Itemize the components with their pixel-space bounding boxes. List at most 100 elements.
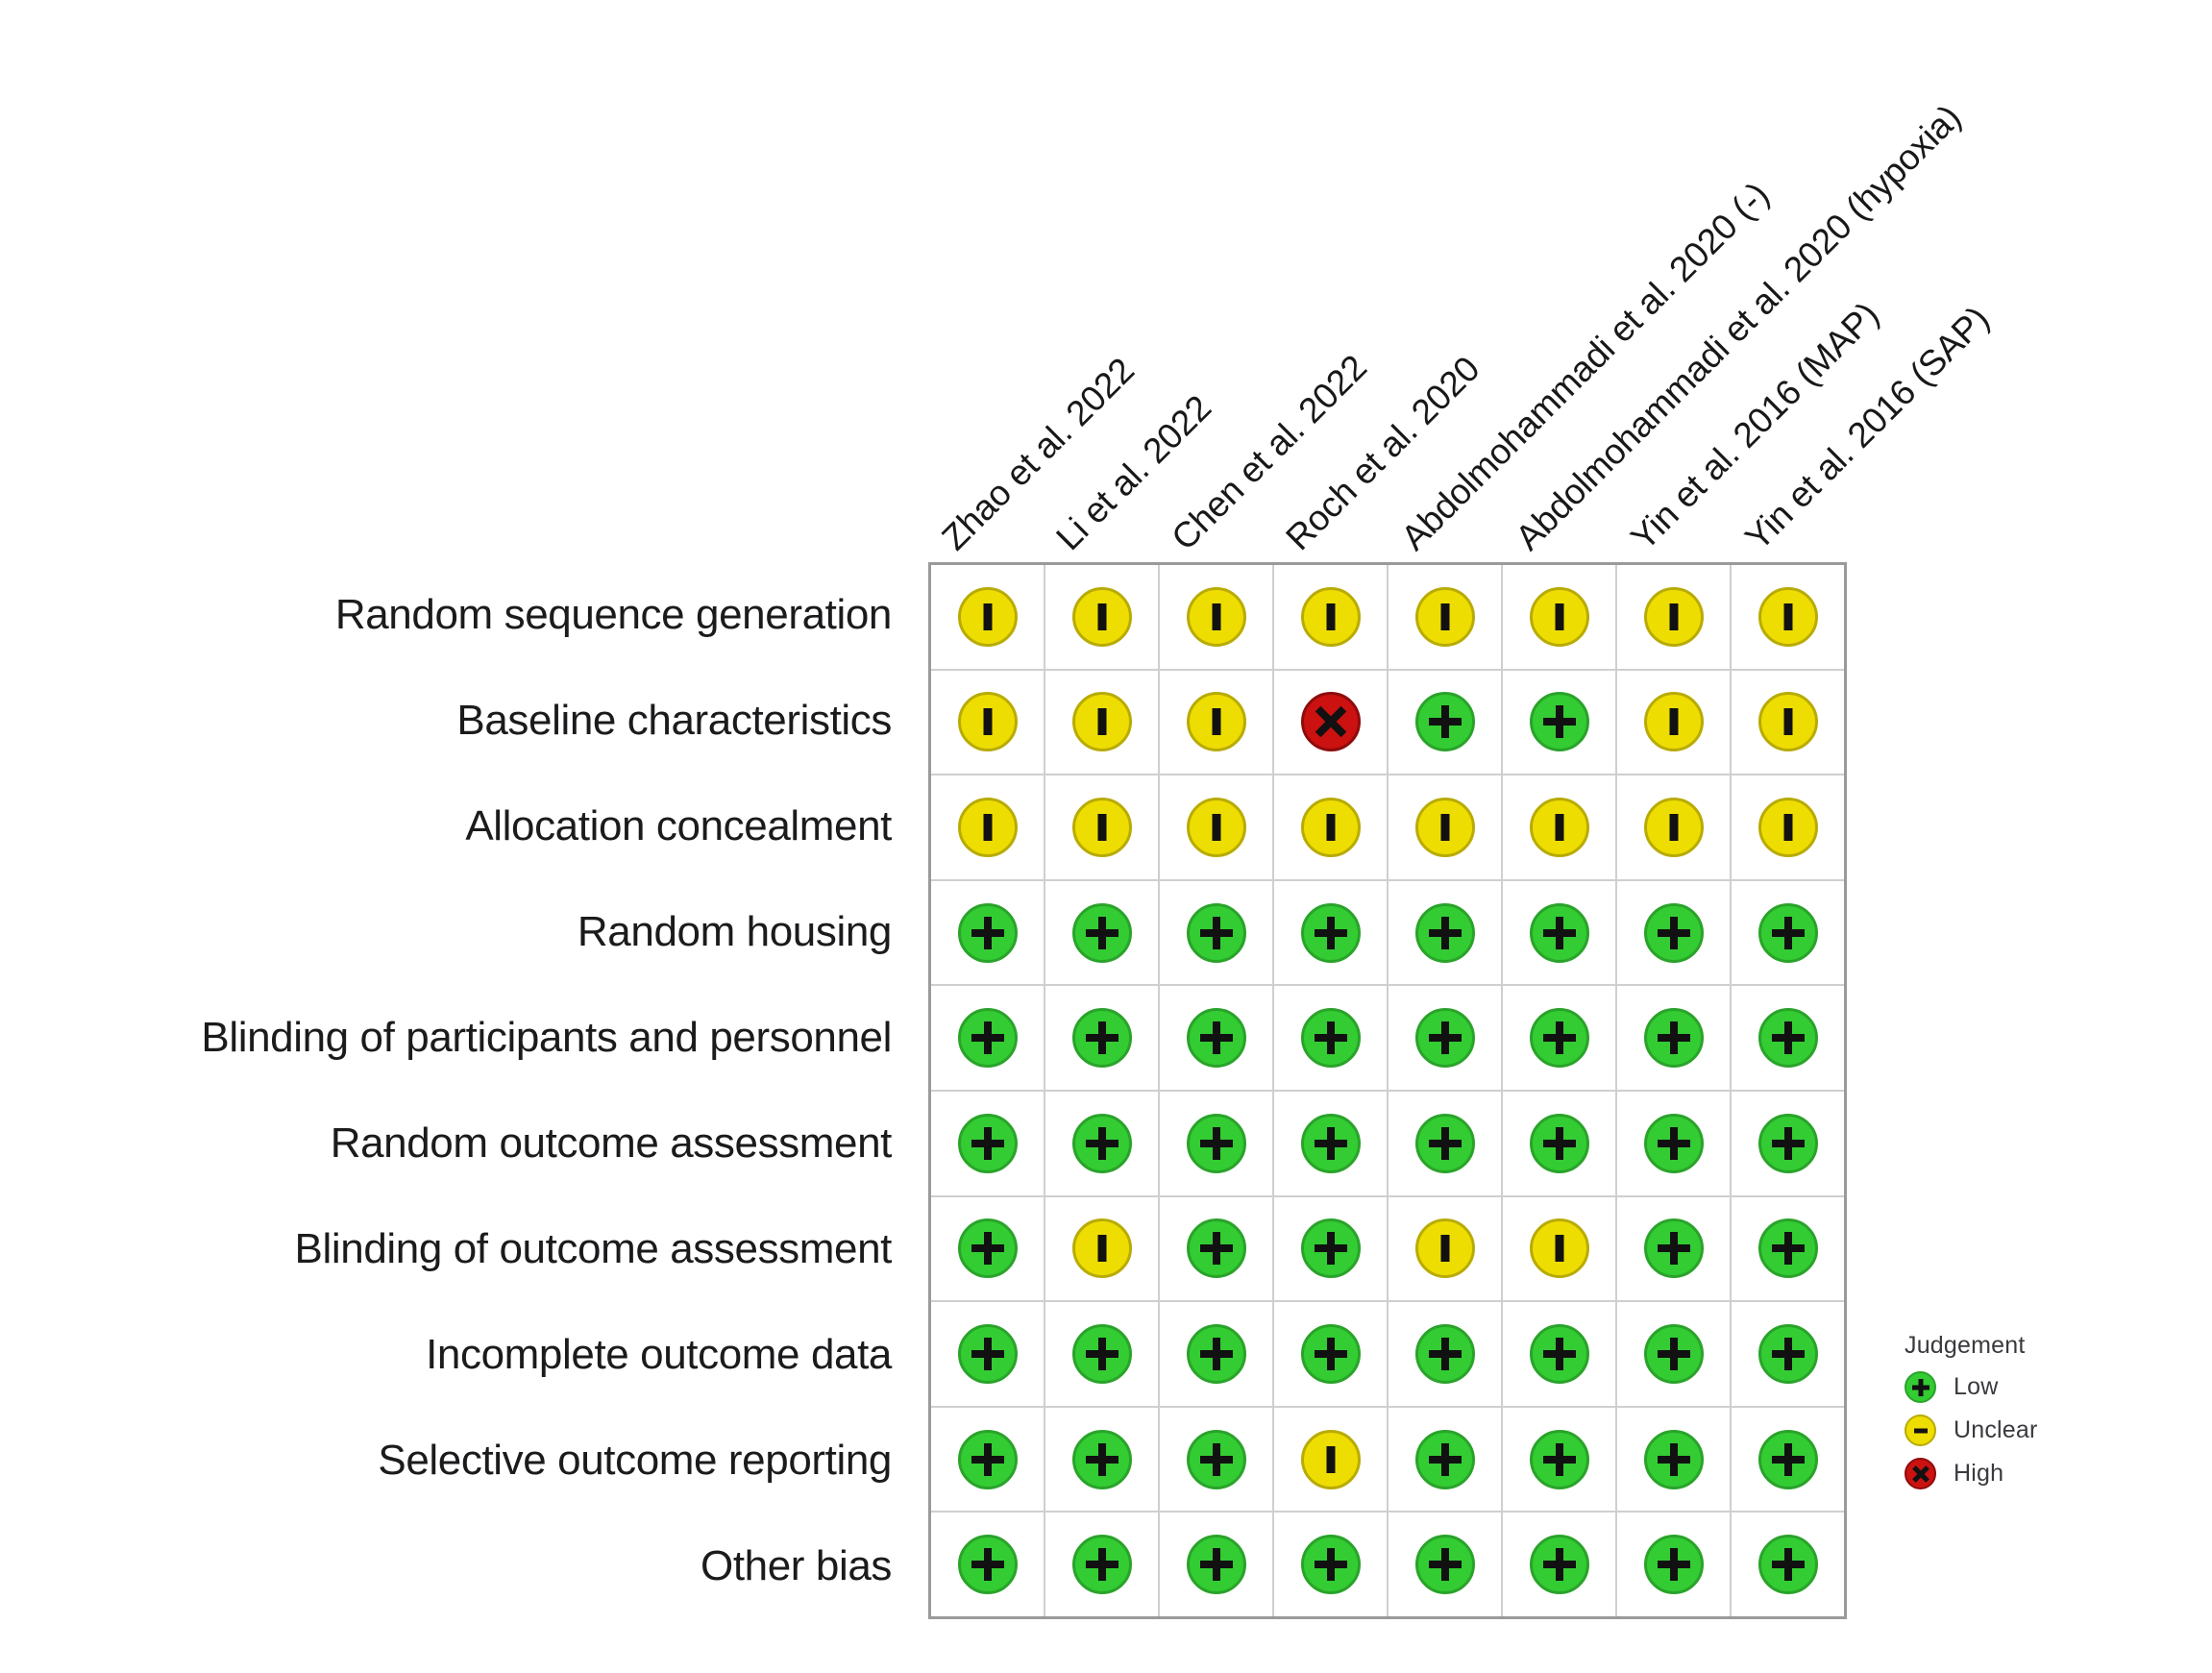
judgement-cell-r1-c4[interactable] [1389, 670, 1503, 775]
judgement-cell-r0-c6[interactable] [1617, 565, 1732, 669]
judgement-cell-r6-c3[interactable] [1274, 1196, 1389, 1301]
judgement-cell-r6-c7[interactable] [1732, 1197, 1844, 1301]
judgement-cell-r3-c6[interactable] [1617, 880, 1732, 985]
judgement-cell-r1-c6[interactable] [1617, 670, 1732, 775]
judgement-cell-r0-c1[interactable] [1045, 565, 1160, 669]
judgement-cell-r9-c4[interactable] [1389, 1513, 1503, 1616]
plus-circle-icon [1071, 1008, 1132, 1069]
judgement-cell-r0-c3[interactable] [1274, 565, 1389, 669]
judgement-cell-r7-c5[interactable] [1503, 1302, 1617, 1406]
judgement-cell-r8-c5[interactable] [1503, 1407, 1617, 1512]
judgement-cell-r3-c0[interactable] [931, 880, 1045, 985]
judgement-cell-r0-c0[interactable] [931, 565, 1045, 669]
judgement-cell-r9-c3[interactable] [1274, 1513, 1389, 1616]
judgement-cell-r1-c3[interactable] [1274, 670, 1389, 775]
judgement-cell-r3-c3[interactable] [1274, 880, 1389, 985]
judgement-cell-r6-c5[interactable] [1503, 1196, 1617, 1301]
judgement-cell-r4-c4[interactable] [1389, 986, 1503, 1090]
plus-circle-icon [1186, 1323, 1246, 1384]
judgement-cell-r2-c2[interactable] [1160, 775, 1274, 879]
judgement-cell-r4-c3[interactable] [1274, 986, 1389, 1090]
judgement-cell-r6-c4[interactable] [1389, 1196, 1503, 1301]
judgement-cell-r7-c2[interactable] [1160, 1302, 1274, 1406]
judgement-cell-r5-c1[interactable] [1045, 1091, 1160, 1195]
judgement-cell-r4-c1[interactable] [1045, 986, 1160, 1090]
judgement-cell-r7-c7[interactable] [1732, 1302, 1844, 1406]
judgement-cell-r7-c4[interactable] [1389, 1302, 1503, 1406]
bar-circle-icon [1300, 797, 1361, 857]
judgement-cell-r9-c1[interactable] [1045, 1513, 1160, 1616]
judgement-cell-r5-c5[interactable] [1503, 1091, 1617, 1195]
judgement-cell-r3-c5[interactable] [1503, 880, 1617, 985]
judgement-cell-r7-c0[interactable] [931, 1302, 1045, 1406]
judgement-cell-r8-c3[interactable] [1274, 1407, 1389, 1512]
judgement-cell-r8-c7[interactable] [1732, 1408, 1844, 1512]
judgement-cell-r1-c1[interactable] [1045, 670, 1160, 775]
bar-circle-icon [1300, 1429, 1361, 1489]
judgement-cell-r9-c5[interactable] [1503, 1513, 1617, 1616]
bar-circle-icon [1300, 586, 1361, 647]
judgement-cell-r2-c0[interactable] [931, 775, 1045, 879]
judgement-cell-r6-c0[interactable] [931, 1196, 1045, 1301]
plus-circle-icon [1071, 1113, 1132, 1173]
plus-circle-icon [1300, 1008, 1361, 1069]
bar-circle-icon [1757, 692, 1818, 752]
judgement-cell-r1-c0[interactable] [931, 670, 1045, 775]
judgement-cell-r3-c7[interactable] [1732, 881, 1844, 985]
judgement-cell-r1-c5[interactable] [1503, 670, 1617, 775]
judgement-cell-r6-c2[interactable] [1160, 1196, 1274, 1301]
plus-circle-icon [1757, 1218, 1818, 1279]
matrix-row [931, 1196, 1844, 1303]
judgement-cell-r6-c1[interactable] [1045, 1196, 1160, 1301]
plus-circle-icon [1300, 1113, 1361, 1173]
judgement-cell-r4-c7[interactable] [1732, 986, 1844, 1090]
judgement-cell-r9-c0[interactable] [931, 1513, 1045, 1616]
judgement-cell-r5-c6[interactable] [1617, 1091, 1732, 1195]
matrix-row [931, 880, 1844, 987]
judgement-cell-r5-c4[interactable] [1389, 1091, 1503, 1195]
judgement-cell-r2-c7[interactable] [1732, 775, 1844, 879]
judgement-cell-r4-c5[interactable] [1503, 986, 1617, 1090]
judgement-cell-r5-c0[interactable] [931, 1091, 1045, 1195]
judgement-cell-r3-c4[interactable] [1389, 880, 1503, 985]
judgement-cell-r2-c1[interactable] [1045, 775, 1160, 879]
judgement-cell-r4-c6[interactable] [1617, 986, 1732, 1090]
judgement-cell-r0-c4[interactable] [1389, 565, 1503, 669]
judgement-cell-r9-c7[interactable] [1732, 1513, 1844, 1616]
judgement-cell-r0-c2[interactable] [1160, 565, 1274, 669]
judgement-cell-r9-c2[interactable] [1160, 1513, 1274, 1616]
column-header-2: Chen et al. 2022 [1164, 347, 1374, 558]
judgement-cell-r3-c1[interactable] [1045, 880, 1160, 985]
judgement-cell-r2-c5[interactable] [1503, 775, 1617, 879]
judgement-cell-r8-c0[interactable] [931, 1407, 1045, 1512]
judgement-cell-r8-c6[interactable] [1617, 1407, 1732, 1512]
judgement-cell-r6-c6[interactable] [1617, 1196, 1732, 1301]
plus-circle-icon [1643, 1218, 1704, 1279]
judgement-cell-r8-c4[interactable] [1389, 1407, 1503, 1512]
judgement-cell-r3-c2[interactable] [1160, 880, 1274, 985]
judgement-cell-r7-c3[interactable] [1274, 1302, 1389, 1406]
judgement-cell-r8-c1[interactable] [1045, 1407, 1160, 1512]
judgement-cell-r5-c3[interactable] [1274, 1091, 1389, 1195]
judgement-cell-r4-c2[interactable] [1160, 986, 1274, 1090]
judgement-cell-r2-c4[interactable] [1389, 775, 1503, 879]
judgement-cell-r7-c6[interactable] [1617, 1302, 1732, 1406]
judgement-cell-r7-c1[interactable] [1045, 1302, 1160, 1406]
judgement-cell-r0-c7[interactable] [1732, 565, 1844, 669]
judgement-cell-r1-c2[interactable] [1160, 670, 1274, 775]
matrix-row [931, 775, 1844, 881]
judgement-cell-r2-c6[interactable] [1617, 775, 1732, 879]
judgement-cell-r1-c7[interactable] [1732, 671, 1844, 775]
judgement-cell-r2-c3[interactable] [1274, 775, 1389, 879]
judgement-cell-r5-c2[interactable] [1160, 1091, 1274, 1195]
judgement-cell-r0-c5[interactable] [1503, 565, 1617, 669]
judgement-cell-r4-c0[interactable] [931, 986, 1045, 1090]
judgement-cell-r9-c6[interactable] [1617, 1513, 1732, 1616]
plus-circle-icon [957, 902, 1018, 963]
judgement-cell-r5-c7[interactable] [1732, 1092, 1844, 1195]
judgement-cell-r8-c2[interactable] [1160, 1407, 1274, 1512]
matrix-row [931, 670, 1844, 776]
row-label-3: Random housing [577, 908, 892, 955]
plus-circle-icon [1414, 1429, 1475, 1489]
